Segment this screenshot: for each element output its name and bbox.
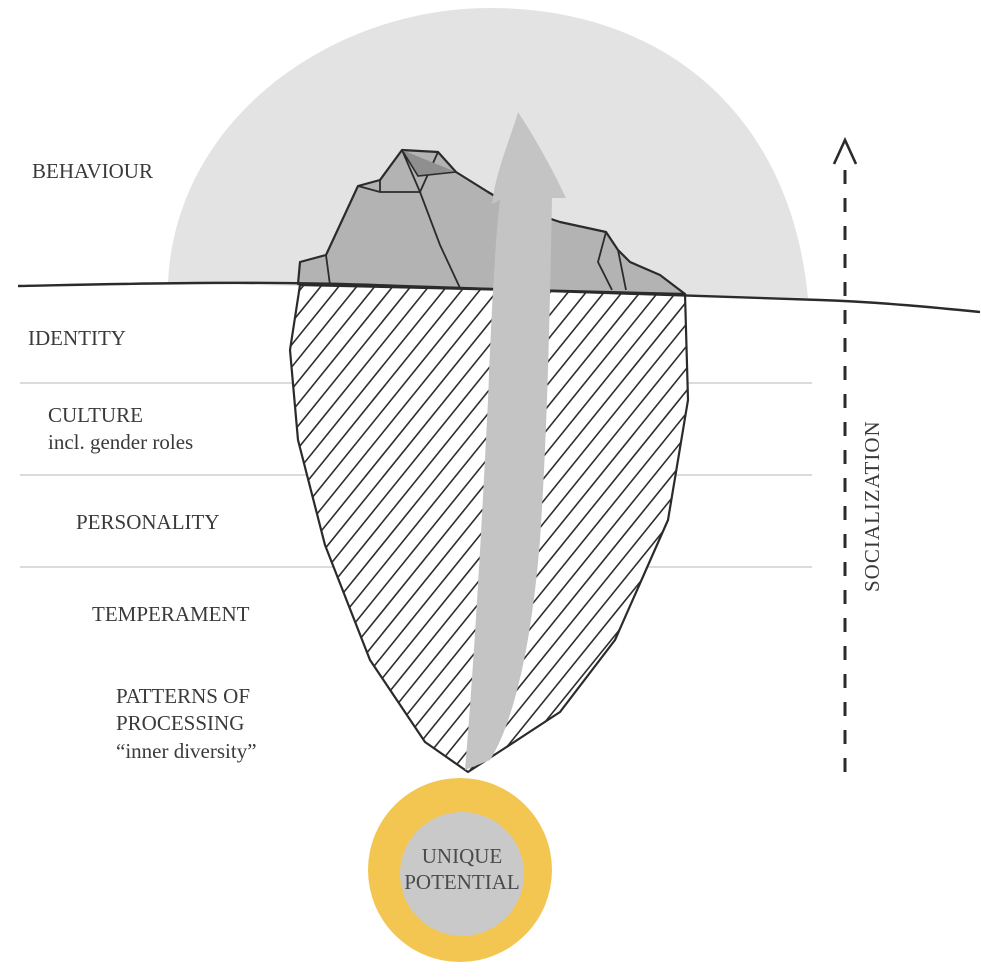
- core-inner-circle: [400, 812, 524, 936]
- label-patterns-line1: PATTERNS OF: [116, 684, 251, 708]
- label-personality: PERSONALITY: [76, 510, 220, 534]
- hatch-line: [290, 285, 381, 772]
- hatch-line: [355, 285, 688, 772]
- hatch-line: [290, 285, 489, 772]
- label-patterns: PATTERNS OF PROCESSING “inner diversity”: [116, 683, 257, 765]
- hatch-line: [290, 285, 399, 772]
- label-temperament: TEMPERAMENT: [92, 602, 250, 626]
- label-culture-sub: incl. gender roles: [48, 430, 194, 455]
- waterline: [17, 281, 981, 314]
- hatch-line: [290, 285, 453, 772]
- hatch-line: [290, 285, 633, 772]
- hatch-line: [445, 285, 688, 772]
- label-culture-title: CULTURE: [48, 403, 143, 427]
- label-culture: CULTURE incl. gender roles: [48, 402, 193, 457]
- label-identity: IDENTITY: [28, 326, 126, 350]
- hatch-line: [290, 285, 471, 772]
- hatch-line: [290, 285, 435, 772]
- socialization-arrowhead-icon: [832, 136, 858, 165]
- label-patterns-sub: “inner diversity”: [116, 738, 257, 763]
- label-patterns-line2: PROCESSING: [116, 711, 245, 736]
- hatch-line: [373, 285, 688, 772]
- core-label-line1: UNIQUE: [421, 844, 503, 868]
- label-behaviour: BEHAVIOUR: [32, 159, 153, 183]
- core-label: UNIQUE POTENTIAL: [382, 843, 542, 896]
- hatch-line: [481, 285, 688, 772]
- core-label-line2: POTENTIAL: [404, 870, 520, 895]
- hatch-line: [337, 285, 688, 772]
- growth-arrow: [465, 112, 566, 770]
- hatch-line: [290, 285, 417, 772]
- behaviour-dome: [168, 8, 808, 298]
- socialization-label: SOCIALIZATION: [860, 420, 884, 592]
- hatch-line: [391, 285, 688, 772]
- hatch-line: [290, 285, 543, 772]
- iceberg-tip: [296, 148, 687, 296]
